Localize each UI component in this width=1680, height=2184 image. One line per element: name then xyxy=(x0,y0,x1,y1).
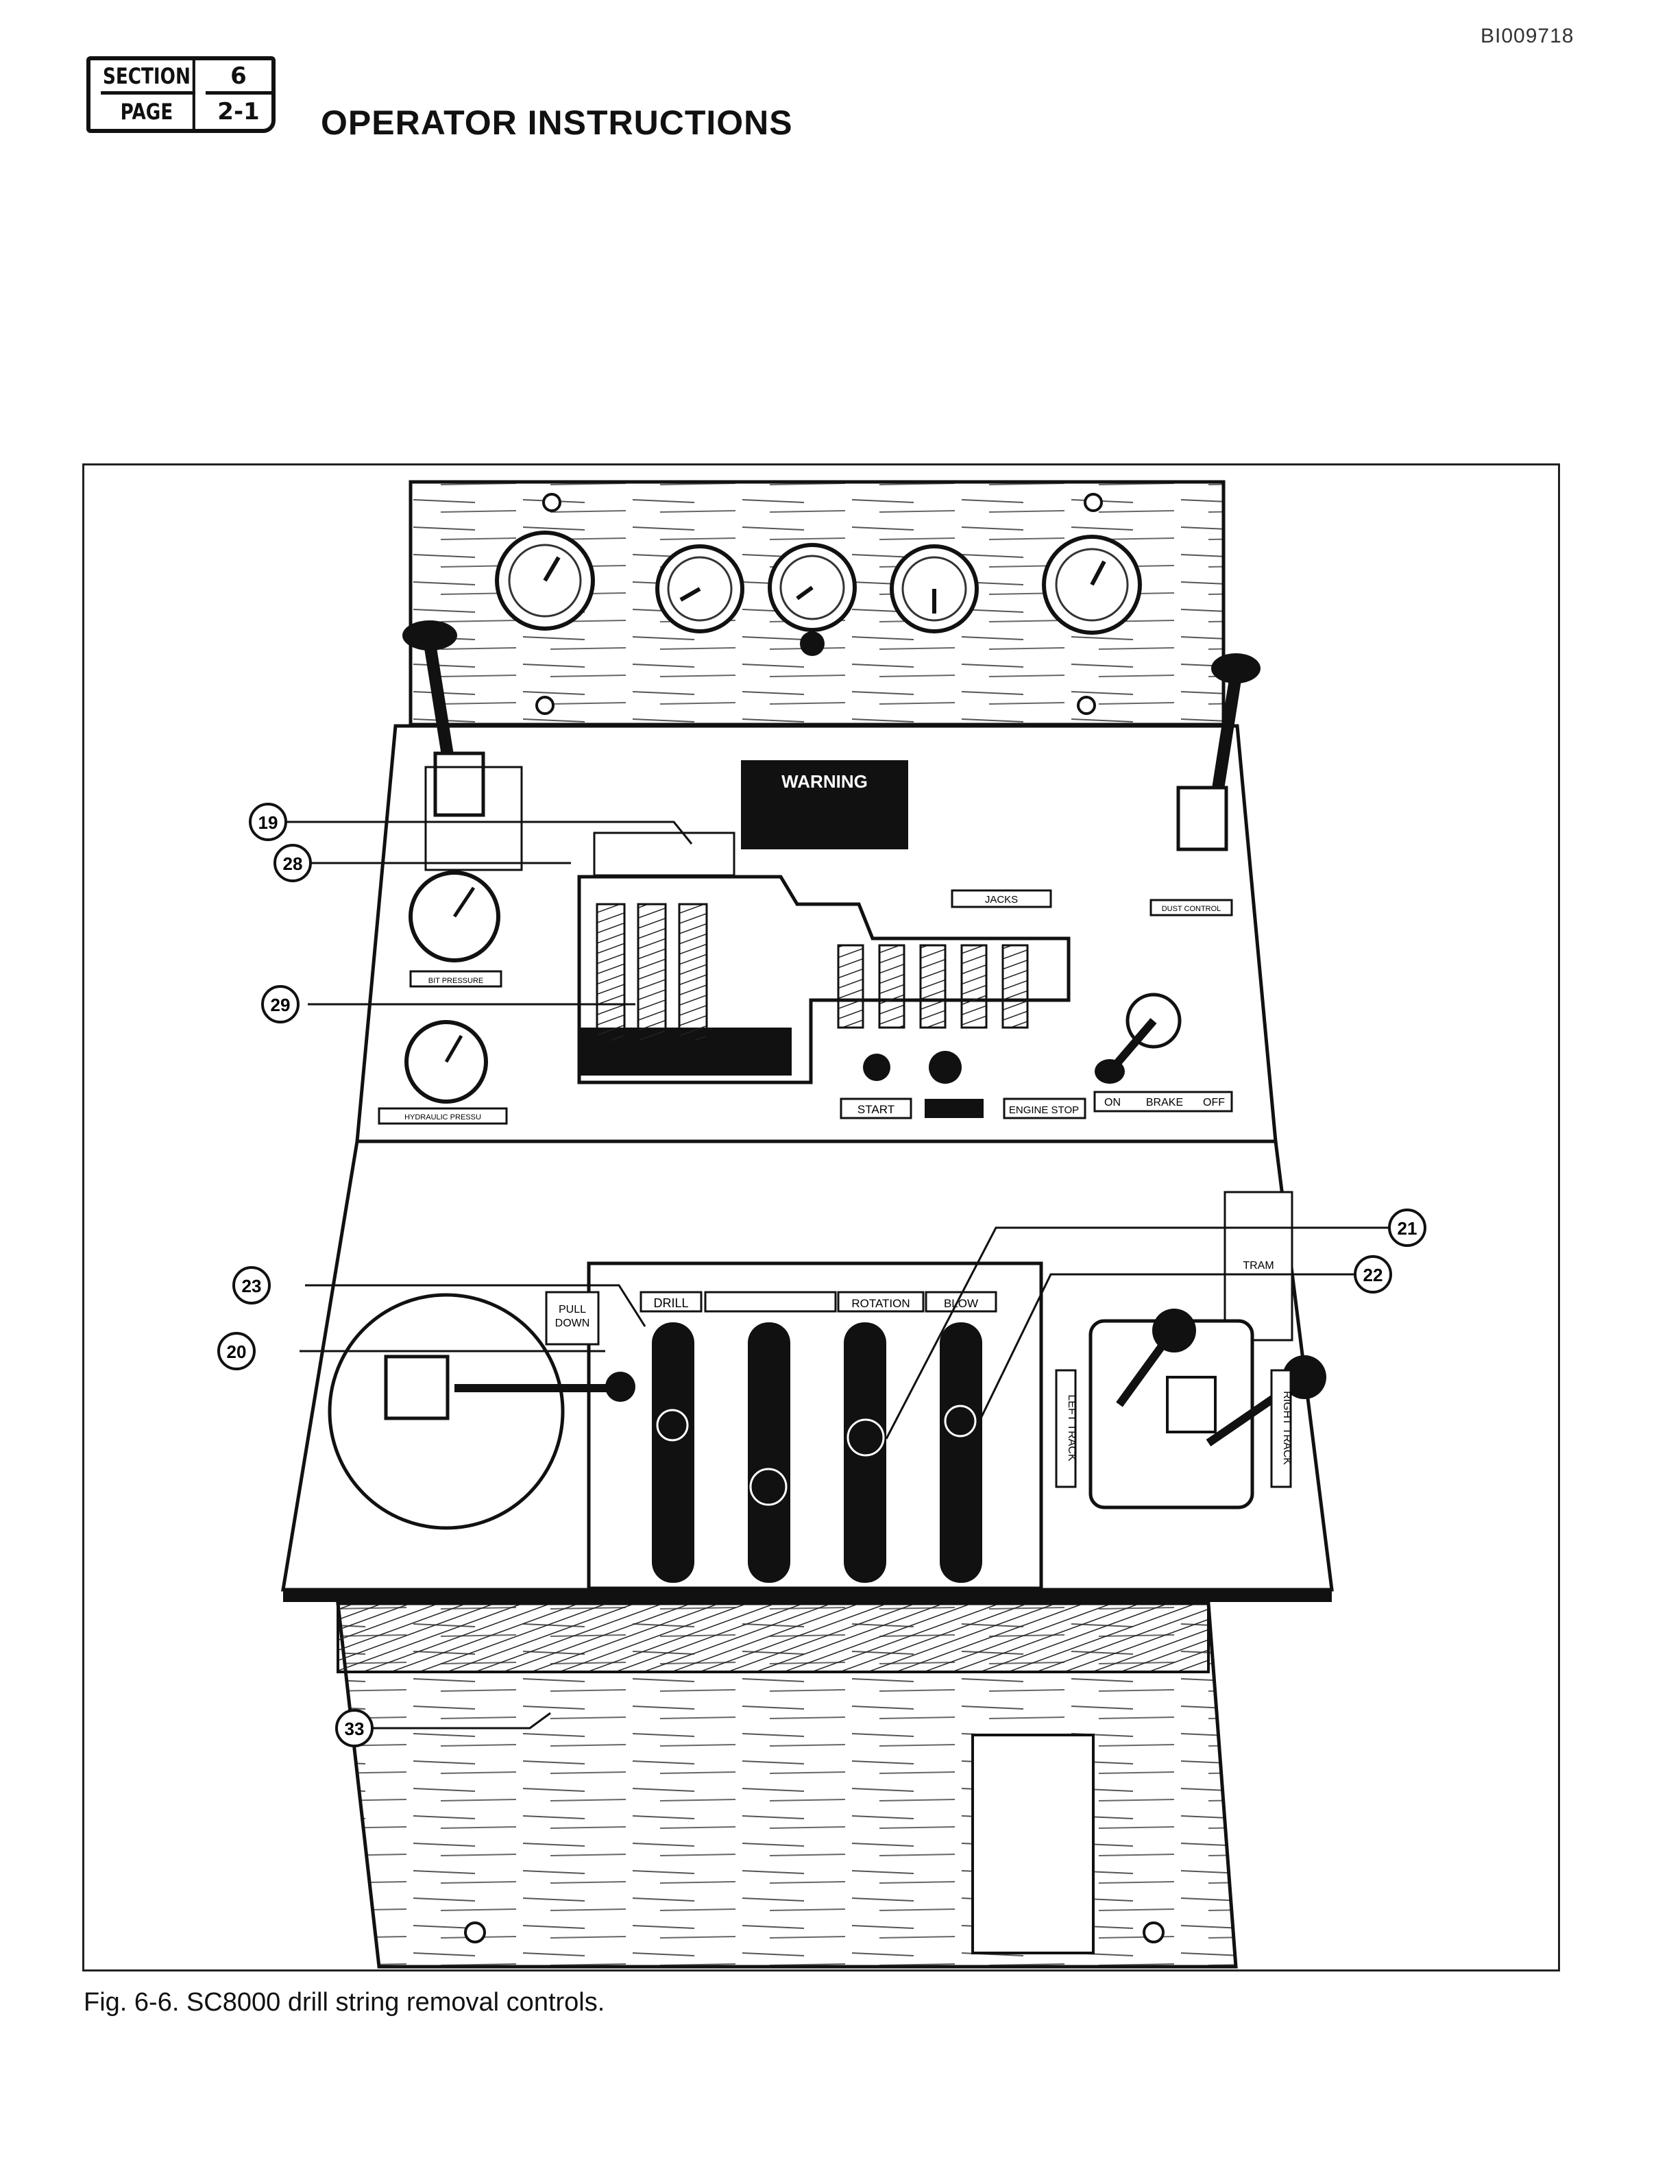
callout-28: 28 xyxy=(273,844,312,882)
brake-on-label: ON xyxy=(1104,1097,1121,1108)
callout-leaders xyxy=(284,821,1389,1730)
bit-pressure-label: BIT PRESSURE xyxy=(428,977,484,985)
hatched-strip xyxy=(337,1602,1210,1673)
right-tall-lever xyxy=(1176,653,1261,851)
drill-plate xyxy=(640,1291,703,1313)
section-label: SECTION xyxy=(101,60,195,95)
section-page-box: SECTION 6 PAGE 2-1 xyxy=(86,56,276,133)
panel-bolt xyxy=(542,493,561,512)
start-button xyxy=(863,1054,890,1081)
callout-21: 21 xyxy=(1388,1209,1426,1247)
page-value: 2-1 xyxy=(217,98,260,125)
jacks-label: JACKS xyxy=(985,894,1018,906)
panel-bolt xyxy=(535,696,555,715)
gauge-2 xyxy=(655,544,744,633)
cabinet-bolt xyxy=(1143,1921,1165,1943)
pull-down-control xyxy=(328,1293,635,1530)
dust-control-label: DUST CONTROL xyxy=(1162,905,1221,913)
page-label: PAGE xyxy=(101,95,195,129)
left-tall-lever xyxy=(402,620,523,871)
warning-text: WARNING xyxy=(781,771,868,792)
engine-stop-label: ENGINE STOP xyxy=(1009,1104,1079,1116)
engine-stop-plate xyxy=(1003,1097,1086,1119)
rotation-plate xyxy=(837,1291,925,1313)
drill-levers xyxy=(652,1322,982,1583)
callout-19: 19 xyxy=(249,803,287,841)
panel-bolt xyxy=(1077,696,1096,715)
hydraulic-wrench-plate xyxy=(704,1291,837,1313)
bit-pressure-gauge xyxy=(409,871,502,988)
gauge-knob xyxy=(800,631,825,656)
start-label: START xyxy=(857,1103,894,1116)
brake-plate xyxy=(1093,1091,1233,1113)
svg-text:33: 33 xyxy=(345,1719,365,1739)
svg-text:23: 23 xyxy=(242,1276,262,1296)
svg-text:29: 29 xyxy=(271,995,291,1015)
dust-control-plate xyxy=(1149,899,1233,917)
gauge-1 xyxy=(495,531,595,631)
right-track-label: RIGHT TRACK xyxy=(1281,1391,1293,1465)
callout-33: 33 xyxy=(335,1709,374,1747)
drill-label: DRILL xyxy=(653,1296,688,1310)
blow-label: BLOW xyxy=(944,1297,978,1310)
gauge-3 xyxy=(768,543,857,656)
pull-down-label-1: PULL xyxy=(559,1304,586,1315)
cabinet-bolt xyxy=(464,1921,486,1943)
figure-caption: Fig. 6-6. SC8000 drill string removal co… xyxy=(84,1988,605,2017)
gauge-5 xyxy=(1042,535,1142,635)
svg-text:22: 22 xyxy=(1363,1265,1383,1285)
bypass-button xyxy=(929,1051,962,1084)
svg-text:19: 19 xyxy=(258,812,278,833)
pull-down-plate xyxy=(545,1291,600,1346)
document-id: BI009718 xyxy=(1481,25,1574,47)
hydraulic-pressure-gauge xyxy=(378,1020,508,1125)
callout-20: 20 xyxy=(217,1332,256,1370)
hydraulic-pressure-label: HYDRAULIC PRESSU xyxy=(404,1113,481,1121)
left-track-label: LEFT TRACK xyxy=(1066,1394,1078,1461)
track-levers xyxy=(1055,1309,1326,1509)
start-plate xyxy=(840,1097,912,1119)
figure-frame: WARNING BIT PRESSURE HYDRAULIC PRESSU xyxy=(82,463,1560,1971)
svg-text:20: 20 xyxy=(227,1342,247,1362)
panel-bolt xyxy=(1084,493,1103,512)
callout-29: 29 xyxy=(261,985,300,1023)
svg-text:21: 21 xyxy=(1398,1218,1417,1239)
control-console-illustration: WARNING BIT PRESSURE HYDRAULIC PRESSU xyxy=(217,480,1426,1969)
tram-label: TRAM xyxy=(1243,1260,1274,1272)
valve-bank xyxy=(577,832,1071,1084)
section-value: 6 xyxy=(206,60,271,95)
brake-label: BRAKE xyxy=(1146,1097,1183,1108)
cabinet-door xyxy=(971,1734,1095,1954)
callout-23: 23 xyxy=(232,1266,271,1305)
brake-knob xyxy=(1095,993,1182,1084)
rotation-label: ROTATION xyxy=(851,1297,910,1310)
jacks-plate xyxy=(951,889,1052,908)
page-title: OPERATOR INSTRUCTIONS xyxy=(321,104,793,142)
callout-22: 22 xyxy=(1354,1255,1392,1294)
pull-down-label-2: DOWN xyxy=(555,1318,590,1329)
svg-text:28: 28 xyxy=(283,853,303,874)
brake-off-label: OFF xyxy=(1203,1097,1225,1108)
gauge-4 xyxy=(890,544,979,633)
warning-plate xyxy=(741,760,908,849)
tram-plate xyxy=(1224,1191,1293,1342)
bypass-plate xyxy=(925,1099,984,1118)
